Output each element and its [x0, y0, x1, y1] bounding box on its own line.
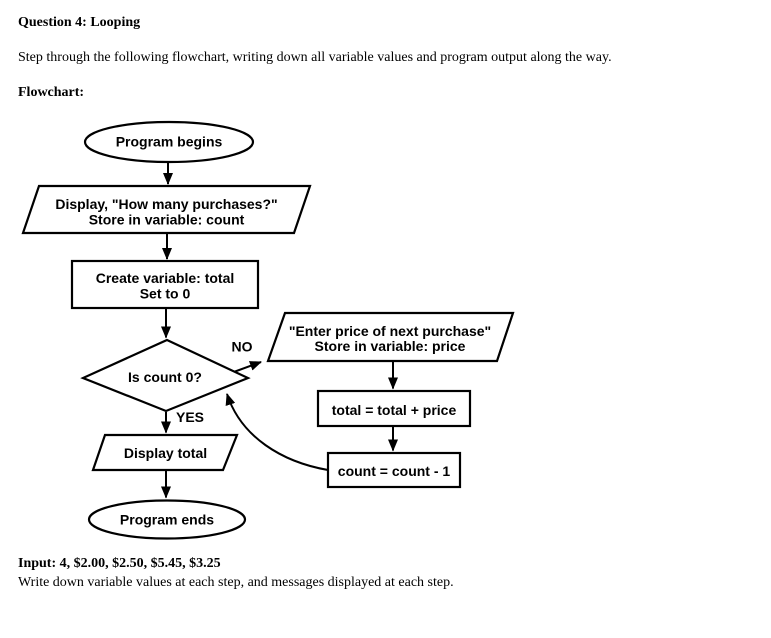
- show-total-io-shape: [91, 433, 239, 472]
- node-decrement: count = count - 1: [326, 451, 462, 489]
- ask-count-io-shape: [21, 184, 312, 235]
- flowchart-heading: Flowchart:: [18, 85, 85, 100]
- decision-diamond-shape: [80, 338, 251, 413]
- node-ask-count: Display, "How many purchases?" Store in …: [21, 184, 312, 235]
- node-ask-price: "Enter price of next purchase" Store in …: [266, 311, 515, 363]
- ask-count-line2: Store in variable: count: [89, 212, 245, 228]
- ask-price-io-shape: [266, 311, 515, 363]
- node-show-total: Display total: [91, 433, 239, 472]
- decrement-process-shape: [326, 451, 462, 489]
- start-label: Program begins: [116, 134, 223, 150]
- ask-count-line1: Display, "How many purchases?": [55, 196, 277, 212]
- decision-label: Is count 0?: [128, 369, 202, 385]
- add-price-label: total = total + price: [332, 402, 457, 418]
- node-add-price: total = total + price: [316, 389, 472, 428]
- decrement-label: count = count - 1: [338, 463, 451, 479]
- question-title: Question 4: Looping: [18, 15, 141, 30]
- node-init-total: Create variable: total Set to 0: [70, 259, 260, 310]
- instructions-text: Write down variable values at each step,…: [18, 575, 454, 590]
- arrow-loop-back-to-decision: [225, 393, 329, 471]
- show-total-label: Display total: [124, 445, 207, 461]
- yes-branch-label: YES: [176, 409, 204, 425]
- end-terminator-shape: [87, 499, 247, 540]
- init-total-line1: Create variable: total: [96, 270, 235, 286]
- input-values-text: Input: 4, $2.00, $2.50, $5.45, $3.25: [18, 556, 221, 571]
- node-decision: Is count 0?: [80, 338, 251, 413]
- no-branch-label: NO: [232, 339, 253, 355]
- init-total-process-shape: [70, 259, 260, 310]
- ask-price-line1: "Enter price of next purchase": [289, 323, 491, 339]
- intro-text: Step through the following flowchart, wr…: [18, 50, 612, 65]
- ask-price-line2: Store in variable: price: [315, 338, 466, 354]
- add-price-process-shape: [316, 389, 472, 428]
- start-terminator-shape: [83, 120, 255, 164]
- node-end: Program ends: [87, 499, 247, 540]
- node-start: Program begins: [83, 120, 255, 164]
- end-label: Program ends: [120, 512, 214, 528]
- init-total-line2: Set to 0: [140, 286, 191, 302]
